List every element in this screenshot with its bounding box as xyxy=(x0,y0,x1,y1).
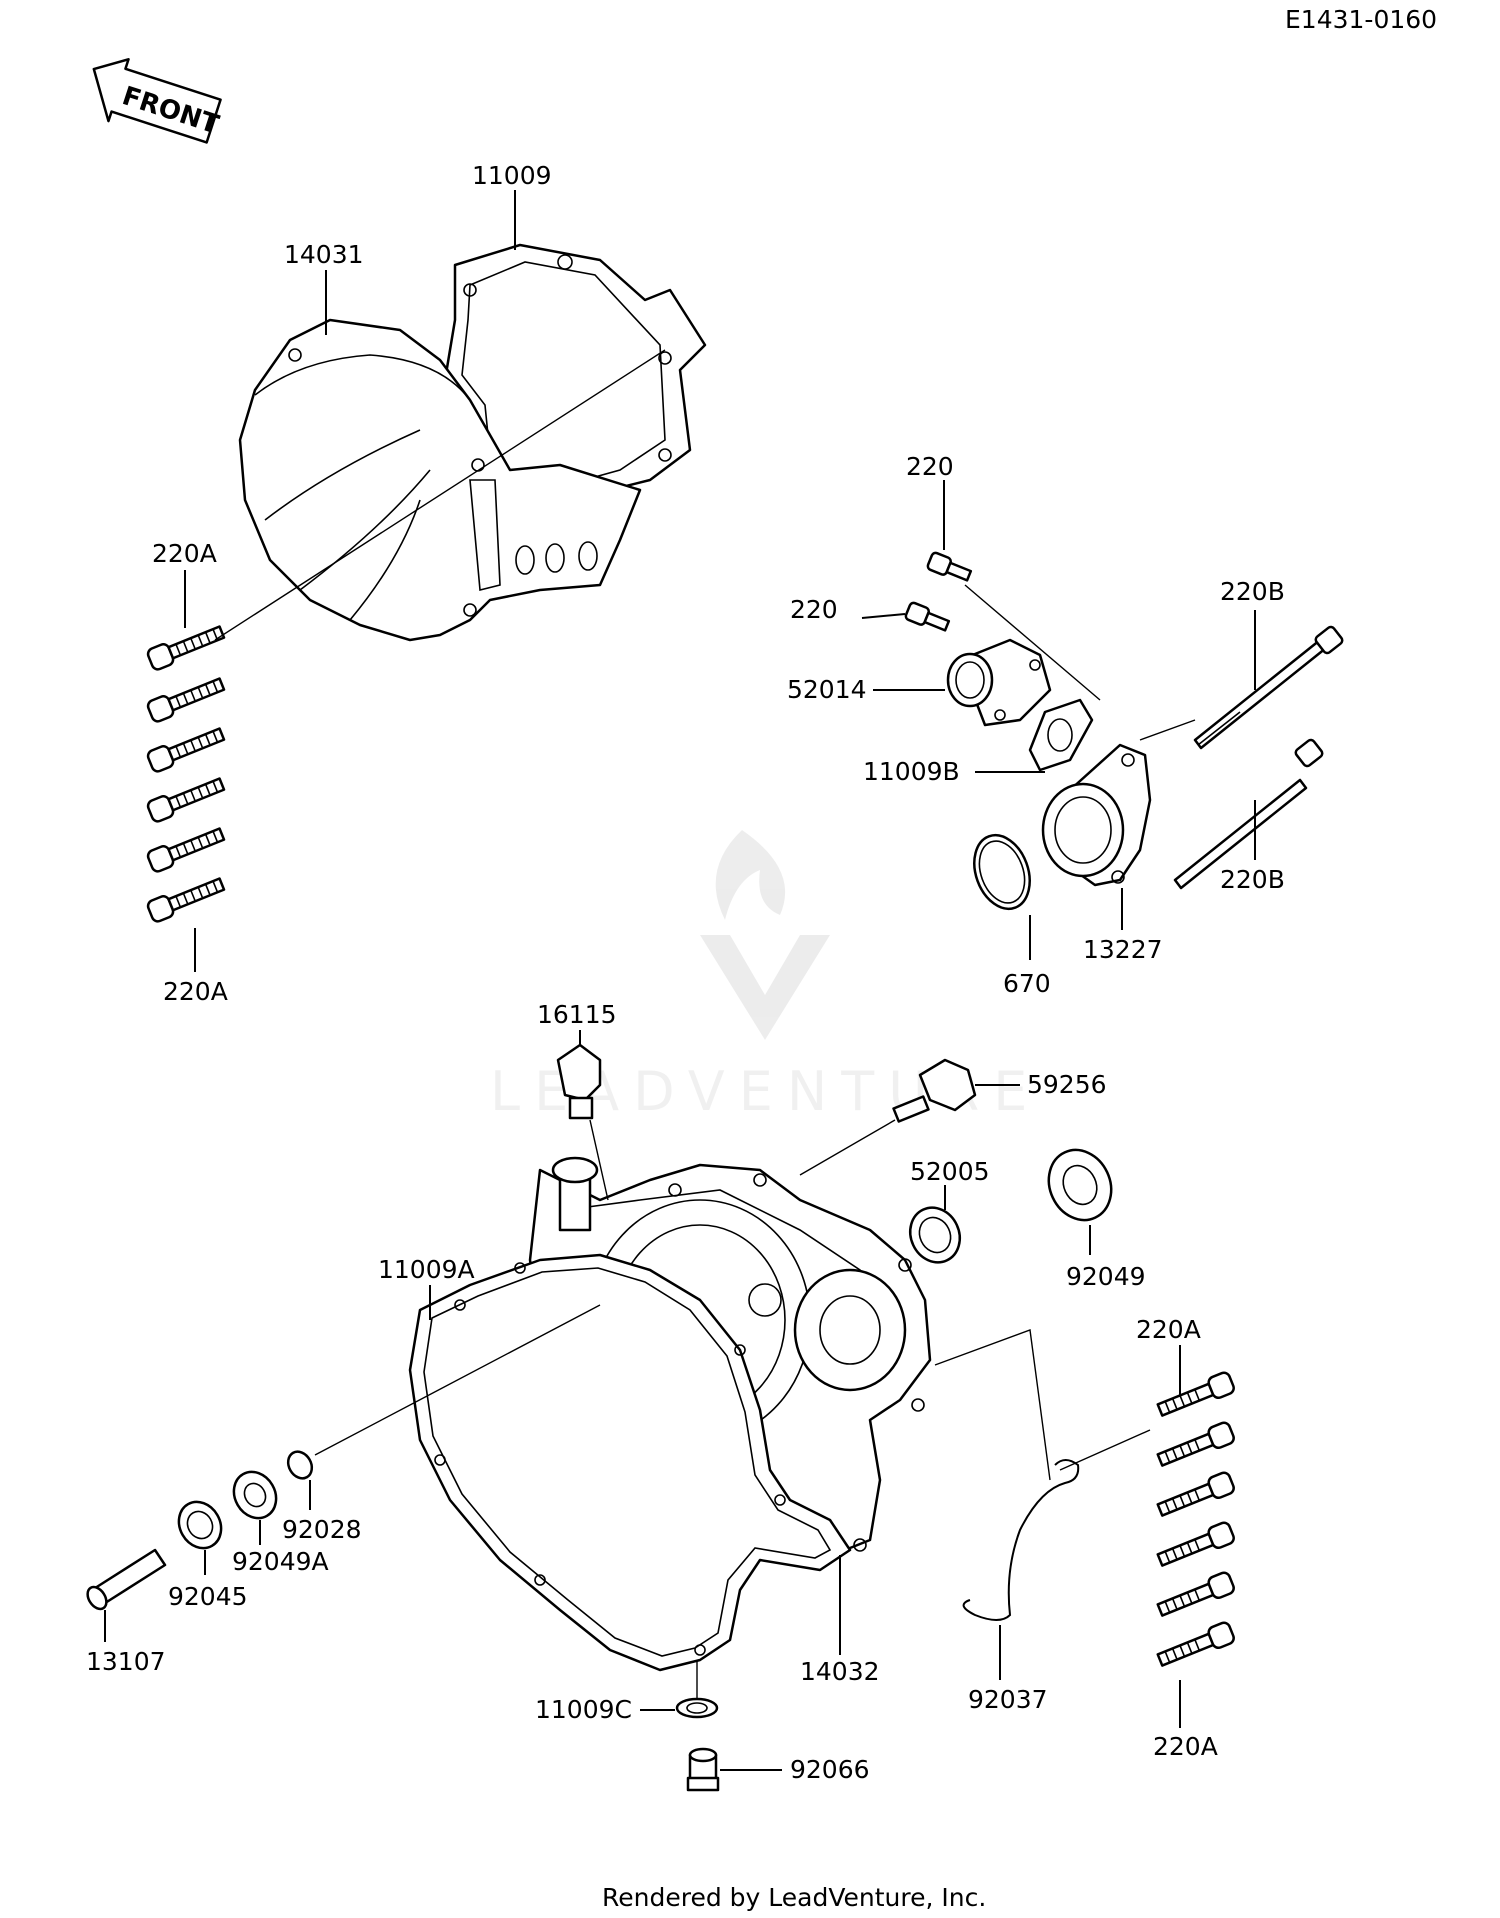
label-11009C: 11009C xyxy=(535,1695,632,1724)
outlet-52014-drawing xyxy=(946,638,1052,727)
bolt-220-a xyxy=(926,551,973,582)
bolt-59256-drawing xyxy=(892,1058,977,1123)
label-11009: 11009 xyxy=(472,161,552,190)
label-220A-top-left: 220A xyxy=(152,539,217,568)
label-670: 670 xyxy=(1003,969,1051,998)
label-92028: 92028 xyxy=(282,1515,362,1544)
label-92045: 92045 xyxy=(168,1582,248,1611)
seal-52005-drawing xyxy=(908,1206,962,1264)
label-220B-bottom: 220B xyxy=(1220,865,1285,894)
gasket-11009A-drawing xyxy=(408,1253,852,1672)
drain-plug-92066-drawing xyxy=(686,1747,720,1792)
label-92049: 92049 xyxy=(1066,1262,1146,1291)
label-14032: 14032 xyxy=(800,1657,880,1686)
label-220A-bottom-left: 220A xyxy=(163,977,228,1006)
collar-92028-drawing xyxy=(286,1450,314,1480)
label-220A-right-bottom: 220A xyxy=(1153,1732,1218,1761)
label-92037: 92037 xyxy=(968,1685,1048,1714)
o-ring-670-drawing xyxy=(973,833,1031,911)
bolt-group-220A-left xyxy=(146,625,226,923)
label-220A-right-top: 220A xyxy=(1136,1315,1201,1344)
plug-16115-drawing xyxy=(556,1043,602,1120)
label-92049A: 92049A xyxy=(232,1547,329,1576)
label-52005: 52005 xyxy=(910,1157,990,1186)
label-220-a: 220 xyxy=(906,452,954,481)
shaft-13107-drawing xyxy=(86,1548,167,1611)
label-92066: 92066 xyxy=(790,1755,870,1784)
washer-11009C-drawing xyxy=(675,1697,719,1719)
label-14031: 14031 xyxy=(284,240,364,269)
seal-92045-drawing xyxy=(177,1500,223,1550)
label-13107: 13107 xyxy=(86,1647,166,1676)
footer-credit: Rendered by LeadVenture, Inc. xyxy=(602,1883,986,1912)
label-220-b: 220 xyxy=(790,595,838,624)
label-11009A: 11009A xyxy=(378,1255,475,1284)
gasket-11009B-drawing xyxy=(1028,698,1094,772)
label-16115: 16115 xyxy=(537,1000,617,1029)
pump-cover-13227-drawing xyxy=(1041,743,1152,887)
bolt-220B-bottom xyxy=(1173,738,1324,890)
bearing-92049-drawing xyxy=(1047,1148,1113,1222)
diagram-code: E1431-0160 xyxy=(1285,5,1437,34)
watermark-logo xyxy=(700,830,830,1040)
bearing-92049A-drawing xyxy=(232,1470,278,1520)
clamp-92037-drawing xyxy=(934,1329,1151,1621)
label-220B-top: 220B xyxy=(1220,577,1285,606)
label-13227: 13227 xyxy=(1083,935,1163,964)
front-arrow-icon: FRONT xyxy=(92,58,223,144)
bolt-220B-top xyxy=(1193,625,1344,750)
label-52014: 52014 xyxy=(787,675,867,704)
label-11009B: 11009B xyxy=(863,757,960,786)
bolt-group-220A-right xyxy=(1156,1371,1235,1667)
label-59256: 59256 xyxy=(1027,1070,1107,1099)
bolt-220-b xyxy=(904,601,951,632)
